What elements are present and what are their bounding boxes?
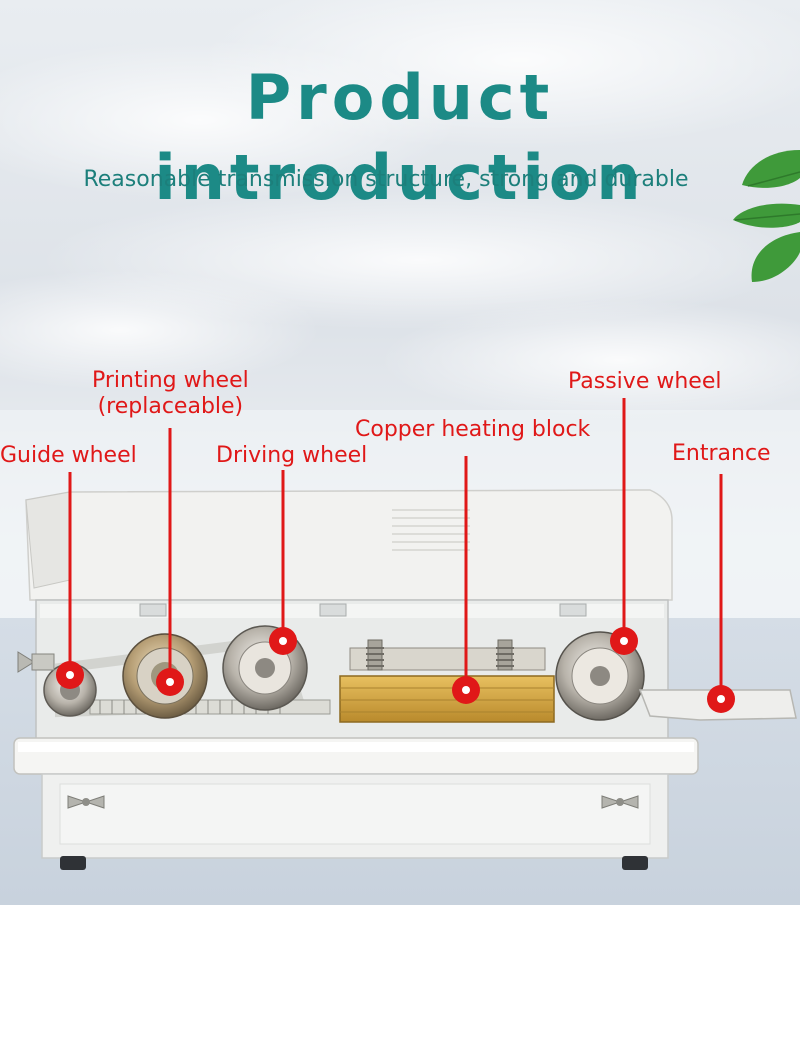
- callout-printing-wheel-line1: Printing wheel: [92, 368, 249, 393]
- page-title: Product introduction: [154, 61, 646, 214]
- callout-driving-wheel: Driving wheel: [216, 443, 368, 468]
- callout-passive-wheel: Passive wheel: [568, 369, 722, 394]
- blank-footer: [0, 905, 800, 1057]
- plant-leaves: [733, 150, 800, 282]
- callout-printing-wheel-line2: (replaceable): [97, 394, 244, 419]
- callout-copper-heating-block: Copper heating block: [355, 417, 591, 442]
- callout-entrance: Entrance: [672, 441, 771, 466]
- callout-guide-wheel: Guide wheel: [0, 443, 137, 468]
- page-subtitle: Reasonable transmission structure, stron…: [83, 167, 689, 192]
- callout-printing-wheel: Printing wheel (replaceable): [92, 368, 249, 420]
